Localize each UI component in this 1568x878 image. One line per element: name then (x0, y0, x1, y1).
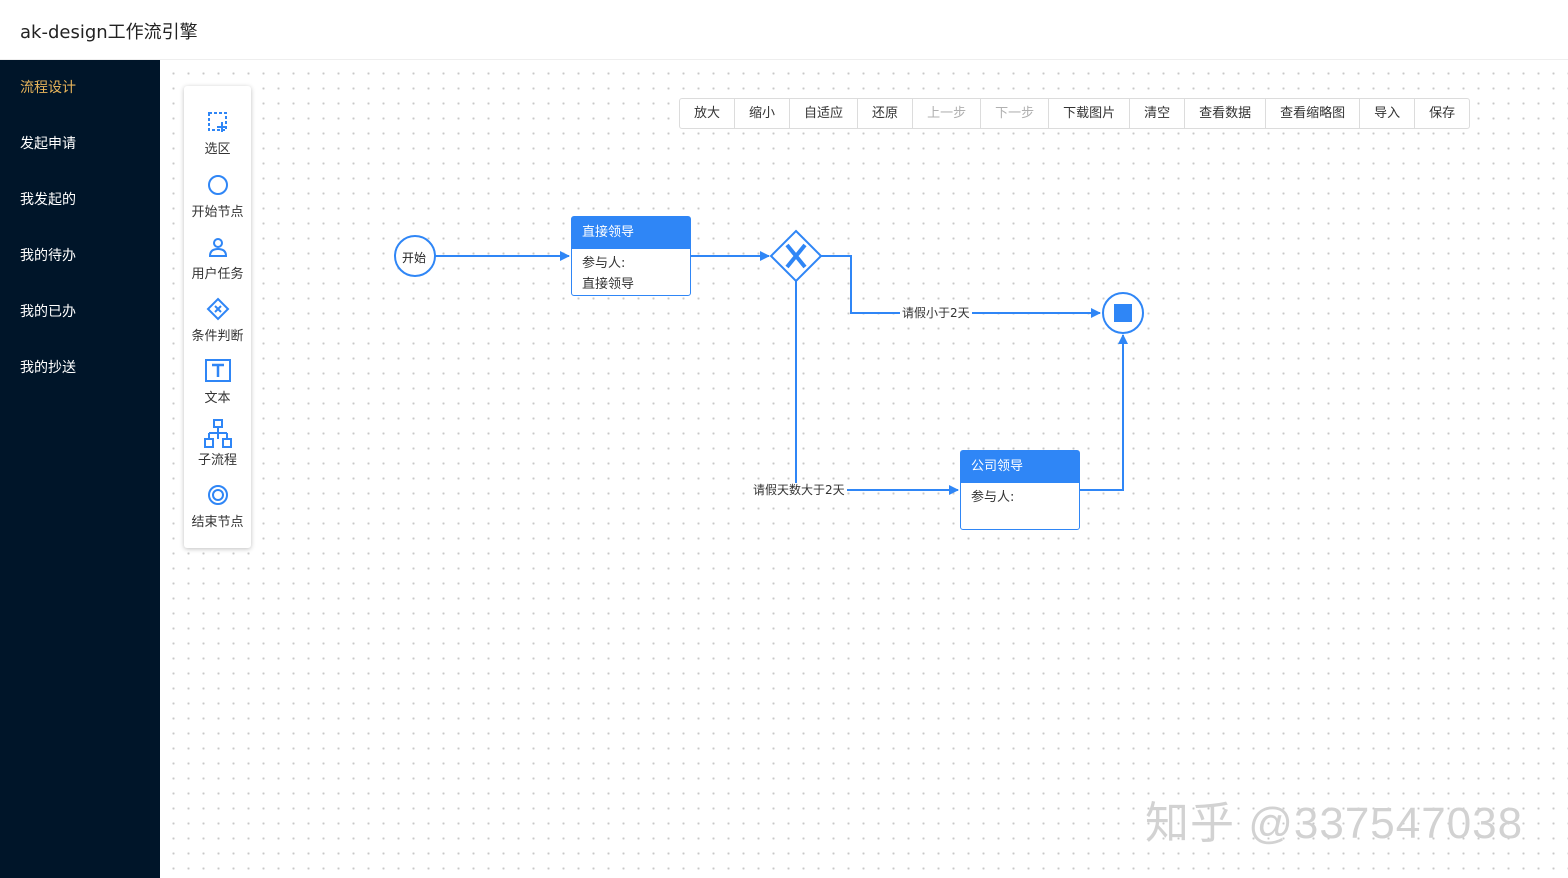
palette-label: 开始节点 (191, 205, 244, 220)
edge-task2-to-end[interactable] (1080, 334, 1128, 491)
task-body: 参与人: 直接领导 (572, 249, 690, 299)
fit-view-button[interactable]: 自适应 (790, 99, 859, 128)
sidebar-item-start-application[interactable]: 发起申请 (20, 136, 76, 152)
sidebar-item-my-initiated[interactable]: 我发起的 (20, 192, 76, 208)
end-node[interactable] (1102, 292, 1144, 334)
edge-label-long-leave[interactable]: 请假天数大于2天 (751, 483, 847, 498)
palette-item-user-task[interactable]: 用户任务 (184, 235, 251, 291)
palette-item-subprocess[interactable]: 子流程 (184, 419, 251, 475)
gateway-x-icon (785, 243, 807, 269)
zoom-in-button[interactable]: 放大 (680, 99, 736, 128)
view-minimap-button[interactable]: 查看缩略图 (1266, 99, 1361, 128)
participant-label: 参与人: (971, 490, 1015, 505)
palette-label: 选区 (204, 142, 231, 157)
text-icon (204, 359, 231, 382)
node-palette: 选区 开始节点 用户任务 条件判断 文本 子流 (184, 86, 251, 548)
design-canvas[interactable] (160, 60, 1568, 878)
start-node-label: 开始 (402, 251, 427, 265)
palette-label: 结束节点 (191, 515, 244, 530)
participant-label: 参与人: (582, 256, 626, 271)
zoom-out-button[interactable]: 缩小 (735, 99, 791, 128)
reset-zoom-button[interactable]: 还原 (858, 99, 914, 128)
start-node[interactable] (394, 235, 436, 277)
save-button[interactable]: 保存 (1429, 106, 1456, 121)
download-image-button[interactable]: 下载图片 (1049, 99, 1131, 128)
palette-item-condition[interactable]: 条件判断 (184, 297, 251, 353)
circle-icon (207, 175, 228, 195)
gateway-icon (206, 297, 229, 321)
app-header: ak-design工作流引擎 (0, 0, 1568, 60)
sidebar-item-my-todo[interactable]: 我的待办 (20, 248, 76, 264)
task-node-direct-leader[interactable]: 直接领导 参与人: 直接领导 (571, 216, 691, 296)
selection-icon (207, 112, 227, 132)
task-title: 公司领导 (961, 451, 1079, 483)
sidebar-item-process-design[interactable]: 流程设计 (20, 80, 76, 96)
clear-button[interactable]: 清空 (1130, 99, 1186, 128)
app-title: ak-design工作流引擎 (20, 22, 198, 43)
palette-item-end-node[interactable]: 结束节点 (184, 483, 251, 539)
diagram-toolbar: 放大 缩小 自适应 还原 上一步 下一步 下载图片 清空 查看数据 查看缩略图 … (679, 98, 1471, 129)
task-body: 参与人: (961, 483, 1079, 512)
user-icon (208, 238, 227, 257)
sidebar-item-my-done[interactable]: 我的已办 (20, 304, 76, 320)
redo-button[interactable]: 下一步 (981, 99, 1050, 128)
view-data-button[interactable]: 查看数据 (1185, 99, 1267, 128)
palette-item-start-node[interactable]: 开始节点 (184, 173, 251, 229)
gateway-node[interactable] (769, 229, 823, 283)
palette-label: 条件判断 (191, 329, 244, 344)
task-node-company-leader[interactable]: 公司领导 参与人: (960, 450, 1080, 530)
palette-item-text[interactable]: 文本 (184, 359, 251, 415)
participant-value: 直接领导 (582, 277, 635, 292)
watermark: 知乎 @337547038 (1145, 799, 1524, 848)
palette-item-selection[interactable]: 选区 (184, 110, 251, 166)
undo-button[interactable]: 上一步 (913, 99, 982, 128)
subprocess-icon (203, 419, 232, 448)
sidebar: 流程设计 发起申请 我发起的 我的待办 我的已办 我的抄送 (0, 60, 160, 878)
palette-label: 文本 (204, 391, 231, 406)
task-title: 直接领导 (572, 217, 690, 249)
edge-gateway-to-end[interactable] (821, 255, 1101, 318)
edge-label-short-leave[interactable]: 请假小于2天 (900, 306, 972, 321)
sidebar-item-my-cc[interactable]: 我的抄送 (20, 360, 76, 376)
palette-label: 子流程 (197, 453, 237, 468)
end-circle-icon (207, 485, 228, 505)
import-button[interactable]: 导入 (1360, 99, 1416, 128)
palette-label: 用户任务 (191, 267, 244, 282)
